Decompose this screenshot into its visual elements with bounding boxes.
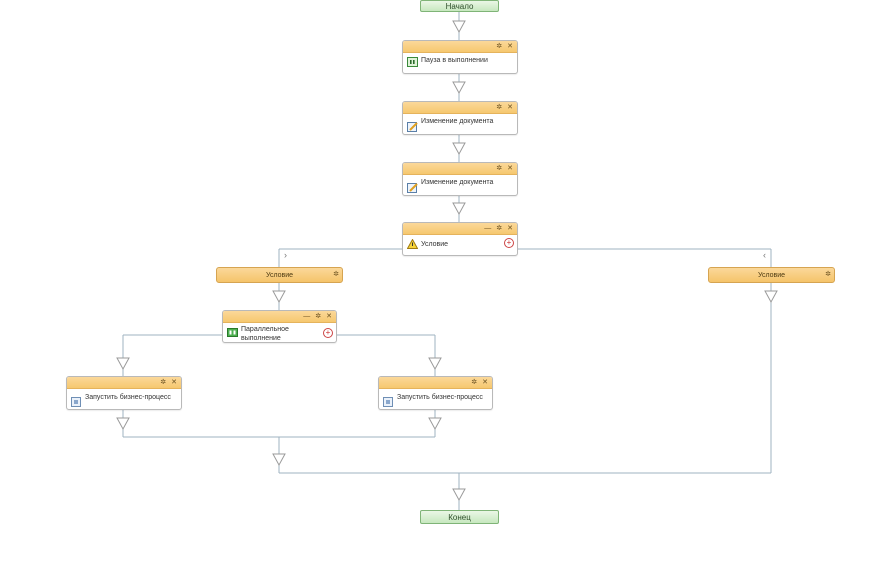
document-change-activity[interactable]: ✲ ✕ Изменение документа [402,162,518,196]
drop-arrow-icon [116,417,130,431]
drop-arrow-icon [272,290,286,304]
activity-label: Запустить бизнес-процесс [85,394,171,401]
condition-activity[interactable]: — ✲ ✕ Условие + [402,222,518,256]
gear-icon[interactable]: ✲ [496,104,503,111]
drop-arrow-icon [428,357,442,371]
drop-arrow-icon [428,417,442,431]
pause-icon [407,57,418,67]
activity-header: ✲ ✕ [379,377,492,389]
document-change-activity[interactable]: ✲ ✕ Изменение документа [402,101,518,135]
end-node[interactable]: Конец [420,510,499,524]
edit-document-icon [407,122,418,132]
activity-label: Изменение документа [421,179,494,186]
drop-arrow-icon [452,81,466,95]
activity-label: Запустить бизнес-процесс [397,394,483,401]
activity-header: ✲ ✕ [67,377,181,389]
drop-arrow-icon [764,290,778,304]
chevron-left-icon: ‹ [763,250,766,260]
gear-icon[interactable]: ✲ [471,379,478,386]
pause-activity[interactable]: ✲ ✕ Пауза в выполнении [402,40,518,74]
add-branch-icon[interactable]: + [504,238,514,248]
close-icon[interactable]: ✕ [482,379,488,386]
activity-header: ✲ ✕ [403,163,517,175]
branch-label: Условие [265,271,294,279]
process-icon [383,397,393,407]
activity-label: Параллельное выполнение [241,326,289,342]
process-icon [71,397,81,407]
start-label: Начало [445,1,474,11]
drop-arrow-icon [272,453,286,467]
gear-icon[interactable]: ✲ [315,313,322,320]
branch-condition-right[interactable]: Условие ✲ [708,267,835,283]
activity-header: — ✲ ✕ [403,223,517,235]
collapse-icon[interactable]: — [484,225,492,232]
collapse-icon[interactable]: — [303,313,311,320]
activity-header: ✲ ✕ [403,102,517,114]
gear-icon[interactable]: ✲ [825,271,831,278]
close-icon[interactable]: ✕ [507,225,513,232]
branch-label: Условие [757,271,786,279]
drop-arrow-icon [452,488,466,502]
activity-header: — ✲ ✕ [223,311,336,323]
launch-process-activity-left[interactable]: ✲ ✕ Запустить бизнес-процесс [66,376,182,410]
close-icon[interactable]: ✕ [507,165,513,172]
close-icon[interactable]: ✕ [507,104,513,111]
gear-icon[interactable]: ✲ [160,379,167,386]
edit-document-icon [407,183,418,193]
drop-arrow-icon [452,20,466,34]
drop-arrow-icon [452,142,466,156]
end-label: Конец [448,512,471,522]
activity-label: Пауза в выполнении [421,57,488,64]
launch-process-activity-right[interactable]: ✲ ✕ Запустить бизнес-процесс [378,376,493,410]
condition-warning-icon [407,239,418,249]
close-icon[interactable]: ✕ [326,313,332,320]
activity-label: Условие [421,241,449,248]
gear-icon[interactable]: ✲ [333,271,339,278]
drop-arrow-icon [116,357,130,371]
parallel-icon [227,328,238,337]
close-icon[interactable]: ✕ [171,379,177,386]
chevron-right-icon: › [284,250,287,260]
gear-icon[interactable]: ✲ [496,225,503,232]
branch-condition-left[interactable]: Условие ✲ [216,267,343,283]
start-node[interactable]: Начало [420,0,499,12]
gear-icon[interactable]: ✲ [496,43,503,50]
activity-header: ✲ ✕ [403,41,517,53]
add-branch-icon[interactable]: + [323,328,333,338]
drop-arrow-icon [452,202,466,216]
parallel-activity[interactable]: — ✲ ✕ Параллельное выполнение + [222,310,337,343]
close-icon[interactable]: ✕ [507,43,513,50]
gear-icon[interactable]: ✲ [496,165,503,172]
activity-label: Изменение документа [421,118,494,125]
